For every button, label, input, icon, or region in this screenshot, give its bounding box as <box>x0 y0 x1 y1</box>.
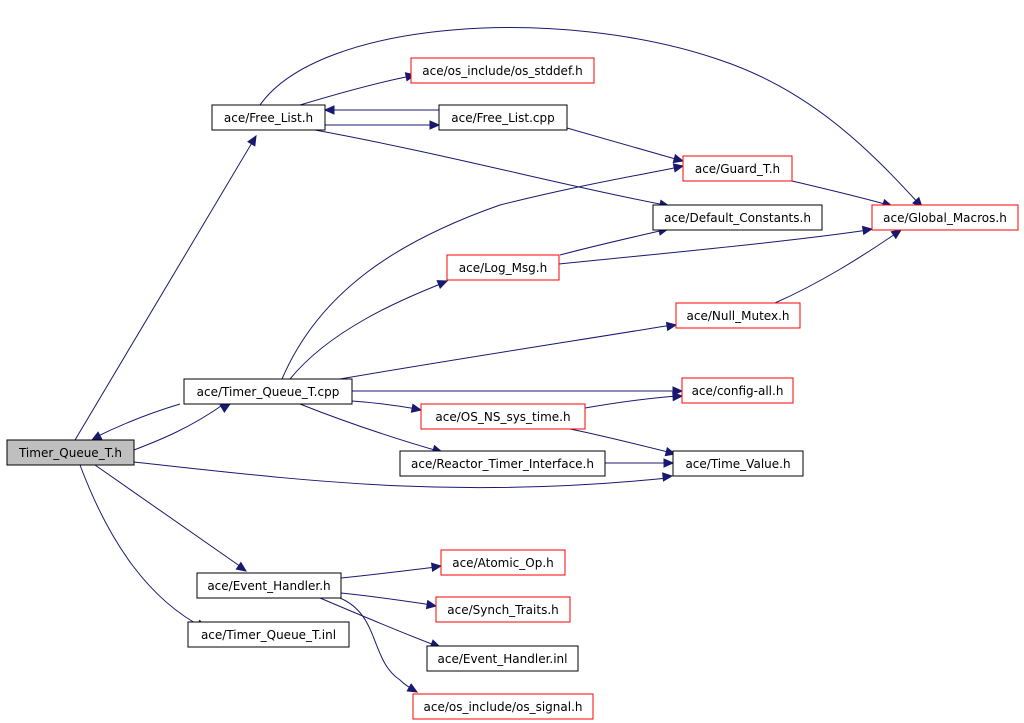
edge-null-mutex-to-global-macros <box>774 231 899 304</box>
edge-event-handler-h-to-synch-traits <box>340 592 433 606</box>
edge-root-to-timer-queue-cpp <box>133 403 225 451</box>
edge-free-list-h-to-global-macros <box>259 27 921 206</box>
node-label-time-value-h: ace/Time_Value.h <box>685 457 790 471</box>
node-event-handler-h[interactable]: ace/Event_Handler.h <box>196 572 342 599</box>
node-os-stddef-h[interactable]: ace/os_include/os_stddef.h <box>410 57 595 84</box>
arrowhead-timer-queue-cpp-to-root <box>90 431 103 441</box>
edge-free-list-h-to-os-stddef <box>299 75 412 106</box>
node-label-os-ns-sys-time-h: ace/OS_NS_sys_time.h <box>435 410 570 424</box>
edge-timer-queue-cpp-to-root <box>93 403 181 439</box>
node-label-global-macros-h: ace/Global_Macros.h <box>883 211 1007 225</box>
arrowhead-root-to-free-list-h <box>247 134 257 147</box>
arrowhead-timer-queue-cpp-to-null-mutex <box>665 321 678 332</box>
node-label-timer-queue-t-inl: ace/Timer_Queue_T.inl <box>201 628 336 642</box>
arrowhead-log-msg-to-global-macros <box>861 225 874 236</box>
arrowhead-root-to-timer-queue-cpp <box>219 403 232 413</box>
edge-root-to-event-handler-h <box>94 464 245 570</box>
arrowhead-event-handler-h-to-atomic-op <box>430 562 443 572</box>
node-guard-t-h[interactable]: ace/Guard_T.h <box>682 155 793 182</box>
arrowhead-free-list-cpp-to-free-list-h <box>323 105 335 115</box>
edge-os-ns-sys-time-to-time-value <box>569 428 673 454</box>
node-label-os-signal-h: ace/os_include/os_signal.h <box>424 700 583 714</box>
arrowhead-timer-queue-cpp-to-log-msg <box>436 280 449 289</box>
node-log-msg-h[interactable]: ace/Log_Msg.h <box>446 254 560 281</box>
node-label-atomic-op-h: ace/Atomic_Op.h <box>452 556 554 570</box>
node-atomic-op-h[interactable]: ace/Atomic_Op.h <box>440 549 566 576</box>
edge-event-handler-h-to-event-handler-inl <box>319 597 438 647</box>
arrowhead-root-to-time-value <box>662 472 674 482</box>
arrowhead-null-mutex-to-global-macros <box>890 229 903 240</box>
edge-timer-queue-cpp-to-guard-t <box>281 166 680 380</box>
edge-timer-queue-cpp-to-null-mutex <box>339 324 673 380</box>
edge-event-handler-h-to-atomic-op <box>340 566 438 579</box>
node-timer-queue-t-h[interactable]: Timer_Queue_T.h <box>6 439 135 466</box>
node-label-timer-queue-t-h: Timer_Queue_T.h <box>18 446 122 460</box>
node-label-log-msg-h: ace/Log_Msg.h <box>459 261 547 275</box>
node-reactor-timer-interface-h[interactable]: ace/Reactor_Timer_Interface.h <box>399 450 606 477</box>
edge-root-to-free-list-h <box>74 135 257 441</box>
node-label-reactor-timer-interface-h: ace/Reactor_Timer_Interface.h <box>411 457 594 471</box>
arrowhead-reactor-timer-to-time-value <box>663 458 675 468</box>
edge-timer-queue-cpp-to-log-msg <box>289 282 444 380</box>
node-label-default-constants-h: ace/Default_Constants.h <box>664 211 811 225</box>
edge-timer-queue-cpp-to-reactor-timer <box>299 403 439 452</box>
node-label-timer-queue-t-cpp: ace/Timer_Queue_T.cpp <box>197 385 340 399</box>
arrowhead-free-list-h-to-free-list-cpp <box>429 120 441 130</box>
node-free-list-h[interactable]: ace/Free_List.h <box>211 104 326 131</box>
node-label-free-list-h: ace/Free_List.h <box>224 111 313 125</box>
node-timer-queue-t-inl[interactable]: ace/Timer_Queue_T.inl <box>187 621 350 648</box>
node-default-constants-h[interactable]: ace/Default_Constants.h <box>652 204 823 231</box>
node-label-os-stddef-h: ace/os_include/os_stddef.h <box>422 64 582 78</box>
node-synch-traits-h[interactable]: ace/Synch_Traits.h <box>435 596 571 623</box>
node-timer-queue-t-cpp[interactable]: ace/Timer_Queue_T.cpp <box>183 378 353 405</box>
node-label-free-list-cpp: ace/Free_List.cpp <box>451 111 554 125</box>
edge-log-msg-to-global-macros <box>558 229 869 265</box>
arrowhead-event-handler-h-to-synch-traits <box>425 599 438 610</box>
node-label-synch-traits-h: ace/Synch_Traits.h <box>447 603 558 617</box>
edge-free-list-cpp-to-guard-t <box>566 127 680 161</box>
node-time-value-h[interactable]: ace/Time_Value.h <box>672 450 804 477</box>
edge-guard-t-to-global-macros <box>791 180 889 206</box>
edge-root-to-timer-queue-inl <box>79 464 205 629</box>
edge-event-handler-h-to-os-signal <box>339 597 416 691</box>
arrowhead-timer-queue-cpp-to-guard-t <box>672 163 685 173</box>
node-config-all-h[interactable]: ace/config-all.h <box>681 377 794 404</box>
edge-os-ns-sys-time-to-config-all <box>584 395 679 409</box>
node-null-mutex-h[interactable]: ace/Null_Mutex.h <box>675 302 801 329</box>
node-label-config-all-h: ace/config-all.h <box>692 384 784 398</box>
node-os-ns-sys-time-h[interactable]: ace/OS_NS_sys_time.h <box>420 403 586 430</box>
node-free-list-cpp[interactable]: ace/Free_List.cpp <box>438 104 568 131</box>
arrowhead-os-ns-sys-time-to-config-all <box>672 391 684 402</box>
arrowhead-event-handler-h-to-os-signal <box>406 683 419 693</box>
node-event-handler-inl[interactable]: ace/Event_Handler.inl <box>426 645 579 672</box>
edge-timer-queue-cpp-to-os-ns-sys-time <box>351 400 418 410</box>
node-os-signal-h[interactable]: ace/os_include/os_signal.h <box>412 693 594 720</box>
edge-log-msg-to-default-constants <box>559 229 665 256</box>
node-label-event-handler-h: ace/Event_Handler.h <box>207 579 330 593</box>
node-label-guard-t-h: ace/Guard_T.h <box>695 162 780 176</box>
edge-root-to-time-value <box>133 461 669 489</box>
arrowhead-timer-queue-cpp-to-os-ns-sys-time <box>410 403 423 413</box>
node-global-macros-h[interactable]: ace/Global_Macros.h <box>871 204 1019 231</box>
nodes: Timer_Queue_T.h ace/Free_List.h ace/os_i… <box>6 57 1019 720</box>
arrowhead-free-list-cpp-to-guard-t <box>672 153 685 164</box>
node-label-null-mutex-h: ace/Null_Mutex.h <box>687 309 790 323</box>
edge-free-list-h-to-default-constants <box>314 129 666 206</box>
node-label-event-handler-inl: ace/Event_Handler.inl <box>438 652 568 666</box>
arrowhead-root-to-event-handler-h <box>235 561 248 572</box>
